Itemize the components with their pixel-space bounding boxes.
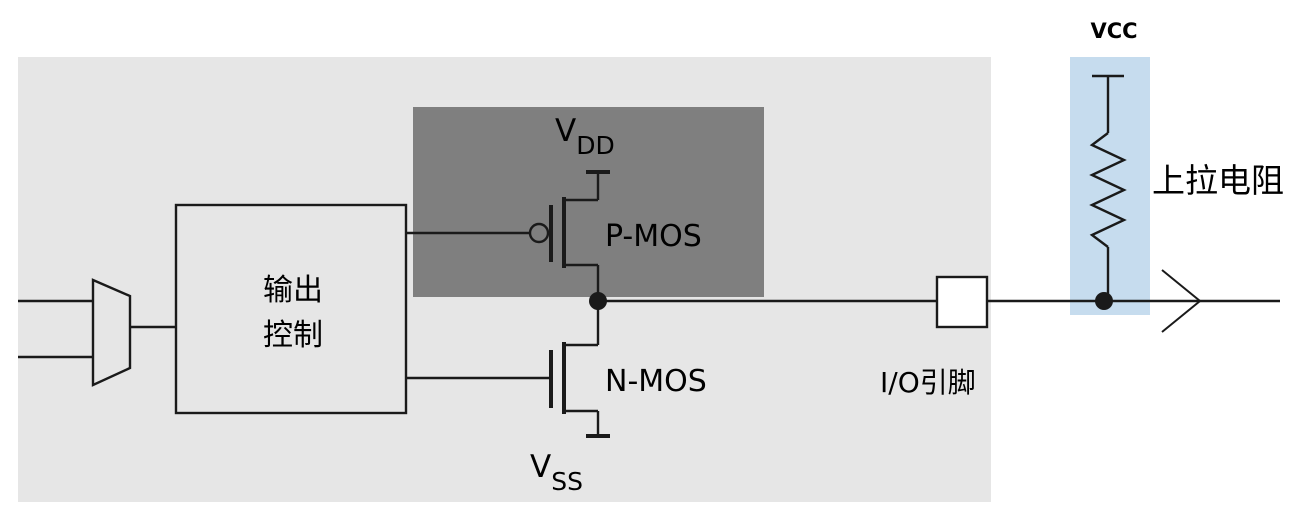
pullup-resistor-label: 上拉电阻 (1152, 161, 1284, 200)
io-pin-box (935, 275, 989, 329)
pullup-resistor-symbol (1089, 132, 1127, 248)
output-control-box (174, 203, 408, 415)
io-pin-label: I/O引脚 (880, 366, 976, 399)
multiplexer-symbol (91, 278, 132, 387)
output-control-label-line2: 控制 (263, 318, 323, 353)
nmos-label: N-MOS (605, 364, 707, 399)
output-control-label-line1: 输出 (263, 273, 323, 308)
output-arrow-icon (1161, 269, 1202, 333)
vss-label: VSS (530, 449, 583, 496)
pullup-highlight-region (1070, 57, 1150, 315)
vdd-subscript: DD (576, 131, 615, 160)
pmos-label: P-MOS (605, 219, 702, 254)
vss-subscript: SS (551, 467, 583, 496)
vcc-label: VCC (1090, 19, 1137, 43)
pullup-node-dot (1095, 292, 1113, 310)
vdd-label: VDD (555, 113, 615, 160)
pmos-gate-bubble (528, 222, 550, 244)
